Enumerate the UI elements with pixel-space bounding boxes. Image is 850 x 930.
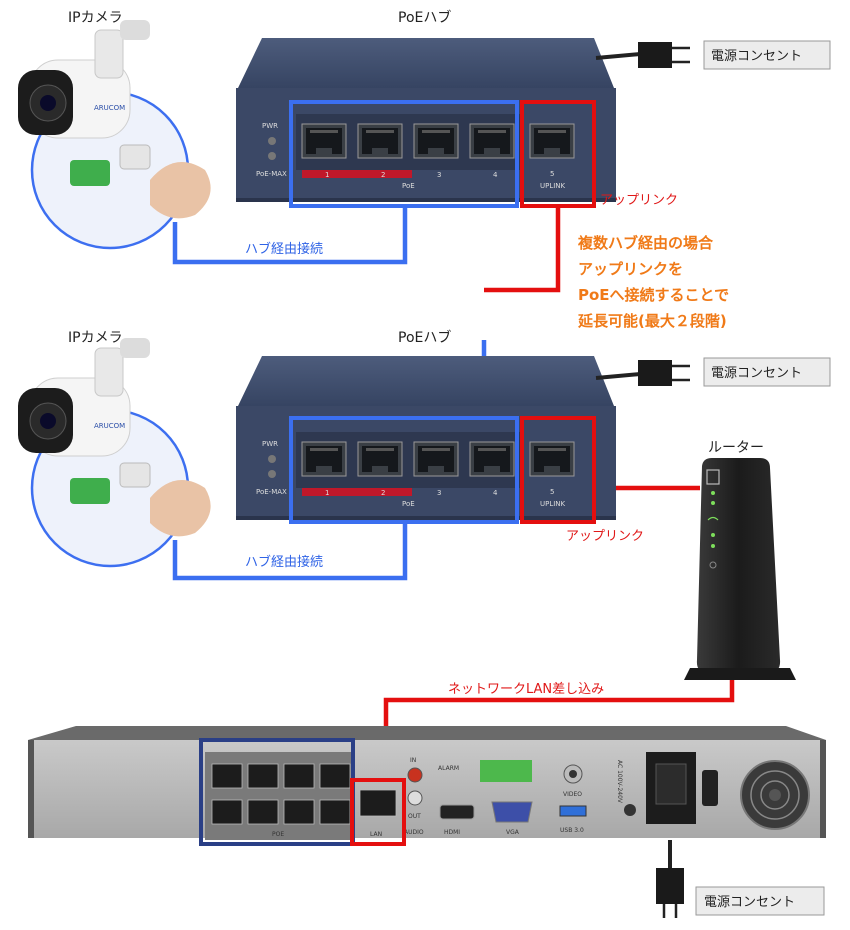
port-2-label-2: 2 bbox=[381, 489, 385, 497]
outlet-label-3: 電源コンセント bbox=[704, 895, 795, 910]
note-line-1: 複数ハブ経由の場合 bbox=[577, 234, 714, 252]
power-outlet-2: 電源コンセント bbox=[703, 357, 831, 387]
lan-insert-label: ネットワークLAN差し込み bbox=[448, 682, 604, 697]
poe-port-label-1: PoE bbox=[402, 182, 415, 190]
nvr-lan-highlight bbox=[350, 778, 406, 846]
power-plug-3 bbox=[656, 840, 684, 918]
hub-label-1: PoEハブ bbox=[398, 9, 451, 26]
note-line-4: 延長可能(最大２段階) bbox=[577, 312, 727, 330]
poe-max-label-1: PoE-MAX bbox=[256, 170, 287, 178]
poe-port-label-2: PoE bbox=[402, 500, 415, 508]
pwr-label-1: PWR bbox=[262, 122, 278, 130]
note-line-3: PoEへ接続することで bbox=[578, 286, 729, 304]
nvr-recorder: POE LAN IN OUT AUDIO ALARM HDMI VGA VIDE… bbox=[28, 726, 826, 840]
power-plug-2 bbox=[595, 360, 690, 386]
hub-connect-cable-2 bbox=[172, 522, 408, 581]
router bbox=[684, 458, 796, 680]
hub2-poe-highlight bbox=[289, 416, 519, 524]
nvr-audio-label: AUDIO bbox=[404, 829, 424, 836]
hub1-uplink-highlight bbox=[520, 100, 596, 208]
outlet-label-1: 電源コンセント bbox=[711, 49, 802, 64]
power-outlet-1: 電源コンセント bbox=[703, 40, 831, 70]
hub1-poe-highlight bbox=[289, 100, 519, 208]
ip-camera-1: ARUCOM bbox=[16, 18, 212, 250]
hub-connect-cable-1 bbox=[172, 205, 408, 265]
uplink-label-1: アップリンク bbox=[600, 193, 678, 208]
port-1-label: 1 bbox=[325, 171, 329, 179]
port-3-label: 3 bbox=[437, 171, 441, 179]
port-4-label-2: 4 bbox=[493, 489, 498, 497]
port-2-label: 2 bbox=[381, 171, 385, 179]
poe-hub-1: PWR PoE-MAX 1 2 3 4 PoE 5 UPLINK bbox=[236, 38, 616, 202]
nvr-in-label: IN bbox=[410, 757, 416, 764]
hub-label-2: PoEハブ bbox=[398, 329, 451, 346]
hub-connect-label-2: ハブ経由接続 bbox=[245, 554, 323, 570]
camera-brand-2: ARUCOM bbox=[94, 422, 125, 430]
uplink-port-label-1: UPLINK bbox=[540, 182, 566, 190]
power-outlet-3: 電源コンセント bbox=[695, 886, 825, 916]
camera-label-1: IPカメラ bbox=[68, 10, 123, 26]
nvr-lan-label: LAN bbox=[370, 831, 382, 838]
port-4-label: 4 bbox=[493, 171, 498, 179]
ip-camera-2: ARUCOM bbox=[16, 336, 212, 568]
nvr-usb-label: USB 3.0 bbox=[560, 827, 584, 834]
note-line-2: アップリンクを bbox=[578, 260, 683, 278]
pwr-label-2: PWR bbox=[262, 440, 278, 448]
power-plug-1 bbox=[595, 42, 690, 68]
hub-connect-label-1: ハブ経由接続 bbox=[245, 241, 323, 257]
poe-hub-2: PWR PoE-MAX 1 2 3 4 PoE 5 UPLINK bbox=[236, 356, 616, 520]
nvr-ac-label: AC 100V-240V bbox=[616, 760, 623, 804]
uplink-label-2: アップリンク bbox=[566, 529, 644, 544]
router-label: ルーター bbox=[708, 440, 764, 456]
nvr-vga-label: VGA bbox=[506, 829, 520, 836]
nvr-poe-label: POE bbox=[272, 831, 284, 838]
nvr-alarm-label: ALARM bbox=[438, 765, 459, 772]
nvr-out-label: OUT bbox=[408, 813, 421, 820]
camera-label-2: IPカメラ bbox=[68, 330, 123, 346]
uplink-cable-hub1-red bbox=[484, 205, 561, 293]
poe-max-label-2: PoE-MAX bbox=[256, 488, 287, 496]
camera-brand-1: ARUCOM bbox=[94, 104, 125, 112]
uplink-port-num-2: 5 bbox=[550, 488, 554, 496]
nvr-video-label: VIDEO bbox=[563, 791, 582, 798]
outlet-label-2: 電源コンセント bbox=[711, 366, 802, 381]
uplink-port-num-1: 5 bbox=[550, 170, 554, 178]
hub2-uplink-highlight bbox=[520, 416, 596, 524]
nvr-hdmi-label: HDMI bbox=[444, 829, 460, 836]
port-1-label-2: 1 bbox=[325, 489, 329, 497]
port-3-label-2: 3 bbox=[437, 489, 441, 497]
uplink-port-label-2: UPLINK bbox=[540, 500, 566, 508]
